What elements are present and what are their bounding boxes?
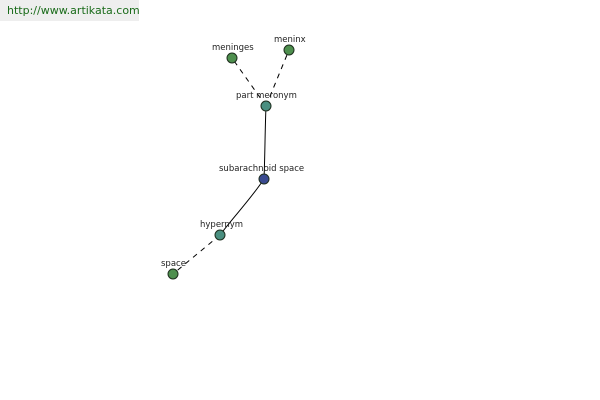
node-label-part-meronym[interactable]: part meronym (236, 91, 297, 101)
node-hypernym[interactable] (214, 229, 226, 241)
node-label-meninges[interactable]: meninges (212, 43, 254, 53)
graph-labels: subarachnoid space part meronym meninges me… (161, 35, 306, 269)
graph-nodes (167, 44, 295, 280)
edge-center-hypernym (219, 178, 265, 236)
graph-edges (172, 49, 290, 275)
edge-part-meronym-meninx (265, 49, 290, 107)
watermark-link[interactable]: http://www.artikata.com (0, 0, 140, 21)
node-label-meninx[interactable]: meninx (274, 35, 306, 45)
edge-center-part-meronym (263, 105, 267, 180)
node-label-hypernym[interactable]: hypernym (200, 220, 243, 230)
node-label-space[interactable]: space (161, 259, 186, 269)
node-meninx[interactable] (283, 44, 295, 56)
node-space[interactable] (167, 268, 179, 280)
node-label-center[interactable]: subarachnoid space (219, 164, 304, 174)
edge-hypernym-space (172, 234, 221, 275)
node-meninges[interactable] (226, 52, 238, 64)
node-part-meronym[interactable] (260, 100, 272, 112)
node-center[interactable] (258, 173, 270, 185)
